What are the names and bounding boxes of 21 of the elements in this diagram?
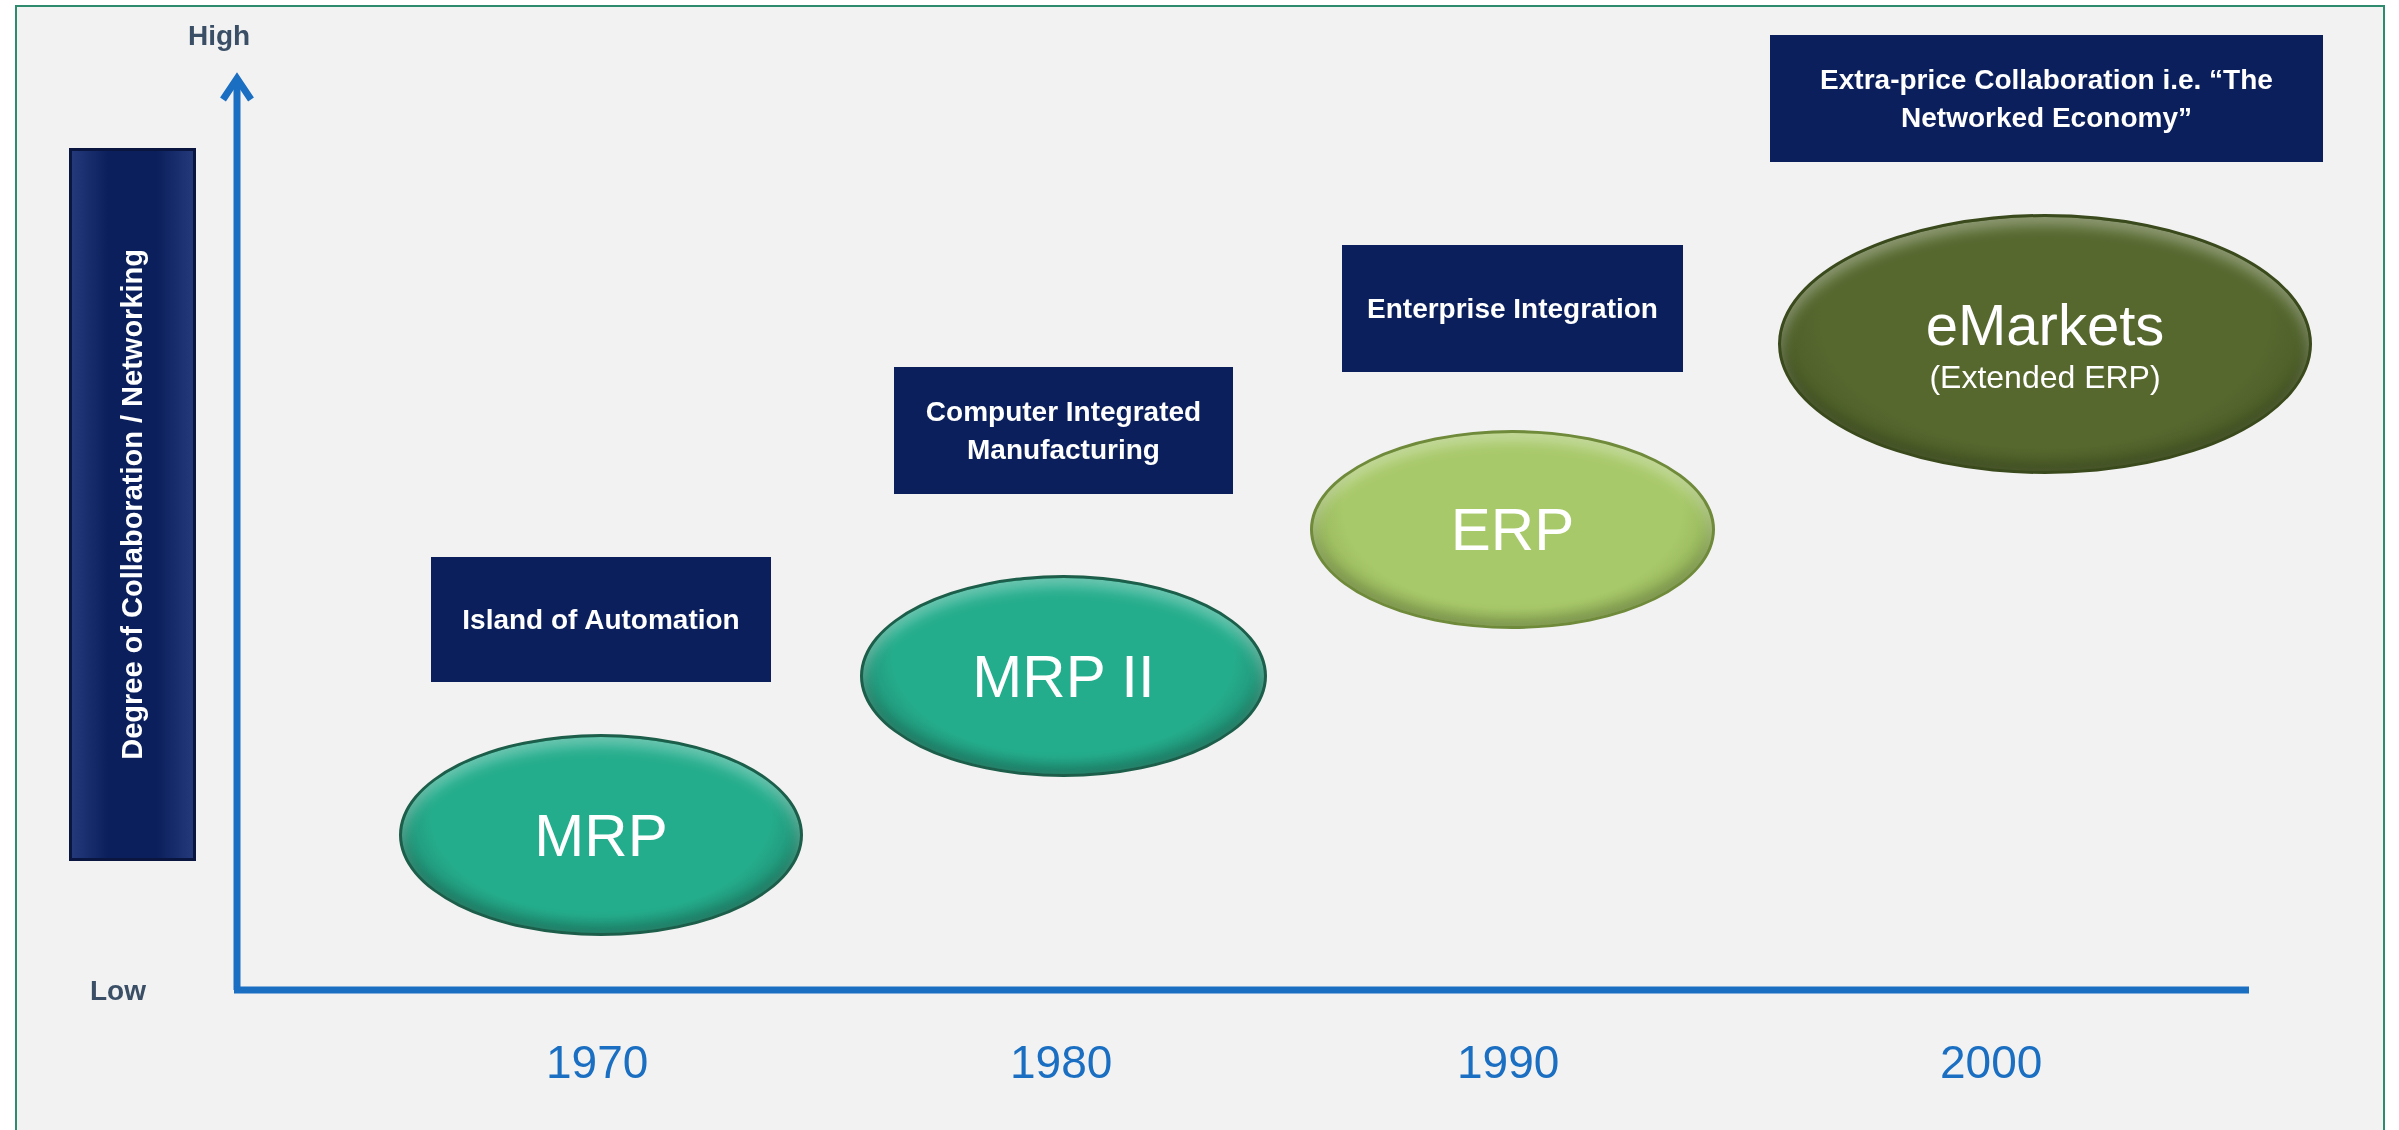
label-box — [431, 557, 771, 682]
stage-name: MRP — [534, 800, 668, 870]
axis-title: Degree of Collaboration / Networking — [114, 249, 149, 760]
year-label: 1980 — [1010, 1035, 1113, 1089]
stage-description: Island of Automation — [462, 602, 740, 637]
label-box — [1770, 35, 2323, 162]
axis-title-box — [69, 148, 196, 861]
stage-name: ERP — [1450, 495, 1575, 564]
axis-end-label: Low — [90, 975, 146, 1007]
stage-subtitle: (Extended ERP) — [1929, 358, 2161, 396]
year-label: 1990 — [1457, 1035, 1560, 1089]
axis-end-label: High — [188, 20, 251, 52]
label-box — [894, 367, 1233, 494]
stage-name: MRP II — [972, 641, 1155, 711]
stage-description: Enterprise Integration — [1367, 291, 1658, 326]
stage-description: Computer Integrated Manufacturing — [924, 394, 1203, 467]
stage-description: Extra-price Collaboration i.e. “The Networked Economy” — [1819, 62, 2274, 135]
stage-name: eMarkets — [1925, 292, 2165, 359]
label-box — [1342, 245, 1683, 372]
year-label: 1970 — [546, 1035, 649, 1089]
year-label: 2000 — [1940, 1035, 2043, 1089]
